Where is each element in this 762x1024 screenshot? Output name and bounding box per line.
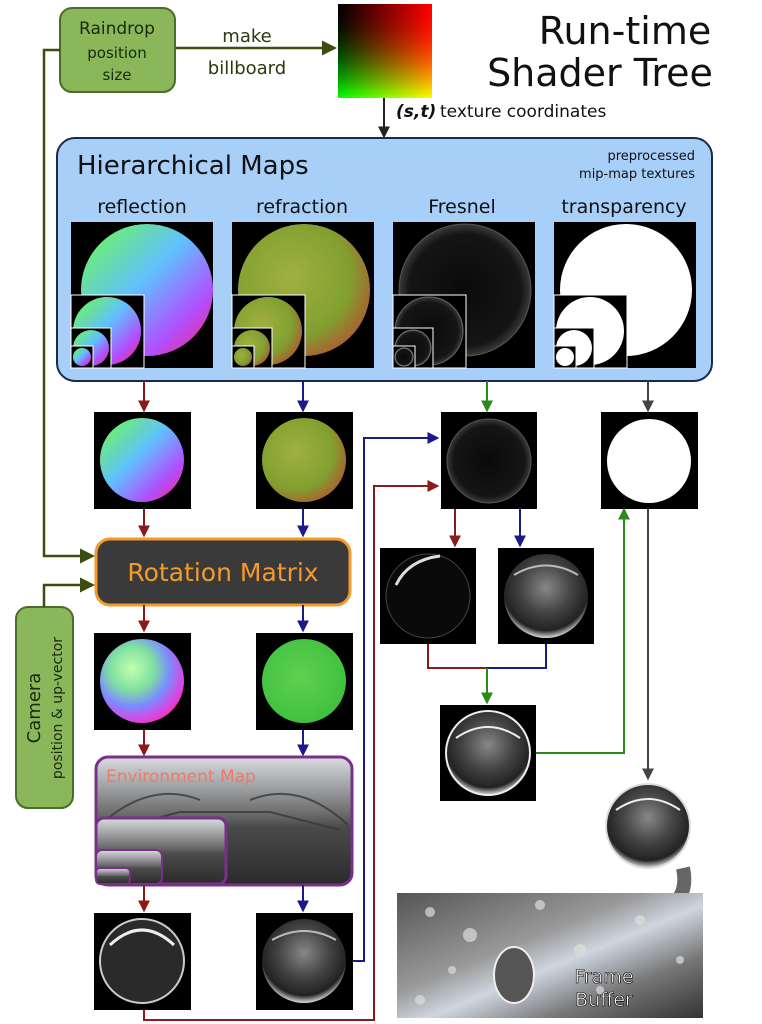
sample-transparency xyxy=(601,412,698,509)
mip-fresnel xyxy=(392,222,535,369)
rotation-matrix-label: Rotation Matrix xyxy=(127,558,318,587)
environment-map-label: Environment Map xyxy=(106,767,256,787)
camera-box: Camera position & up-vector xyxy=(15,606,74,809)
env-reflection-result xyxy=(94,913,191,1010)
mip-transparency xyxy=(553,222,696,369)
refraction-to-fresnel-line xyxy=(353,432,440,962)
map-label-fresnel: Fresnel xyxy=(428,196,496,218)
rotated-reflection xyxy=(94,633,191,730)
map-label-transparency: transparency xyxy=(561,196,686,218)
fresnel-reflection-weighted xyxy=(380,548,476,644)
environment-map: Environment Map xyxy=(94,755,354,887)
frame-buffer-label-1: Frame xyxy=(574,966,633,988)
map-label-refraction: refraction xyxy=(256,196,348,218)
reflection-to-fresnel-line xyxy=(143,480,440,1021)
merge-blue-line xyxy=(487,644,547,669)
mip-refraction xyxy=(231,222,374,369)
title-line1: Run-time xyxy=(539,9,711,53)
frame-buffer-label-2: Buffer xyxy=(575,989,633,1011)
raindrop-size: size xyxy=(102,66,131,84)
fresnel-refraction-weighted xyxy=(498,548,594,644)
billboard-label-billboard: billboard xyxy=(208,58,286,79)
combined-to-transparency-line xyxy=(536,507,630,754)
raindrop-position: position xyxy=(87,44,146,62)
rotated-refraction xyxy=(256,633,353,730)
title-line2: Shader Tree xyxy=(487,51,713,95)
final-drop xyxy=(605,783,691,869)
hier-title: Hierarchical Maps xyxy=(77,151,309,181)
rotation-matrix-box: Rotation Matrix xyxy=(94,537,352,607)
hierarchical-maps-panel: Hierarchical Maps preprocessed mip-map t… xyxy=(56,137,713,382)
raindrop-title: Raindrop xyxy=(79,19,155,39)
sample-reflection xyxy=(94,412,191,509)
map-label-reflection: reflection xyxy=(97,196,187,218)
st-texture xyxy=(338,4,432,98)
frame-buffer-image: Frame Buffer xyxy=(397,893,703,1018)
camera-to-rotation-line xyxy=(42,577,95,607)
raindrop-box: Raindrop position size xyxy=(59,7,176,93)
st-label: (s,t) xyxy=(396,102,436,122)
combined-result xyxy=(440,705,536,801)
raindrop-to-rotation-line xyxy=(42,48,95,564)
merge-red-line xyxy=(427,644,487,669)
sample-fresnel xyxy=(441,412,537,509)
texcoord-label: texture coordinates xyxy=(440,102,606,122)
camera-subtitle: position & up-vector xyxy=(50,637,66,779)
camera-title: Camera xyxy=(24,673,45,744)
sample-refraction xyxy=(256,412,353,509)
billboard-label-make: make xyxy=(222,26,271,47)
hier-note-2: mip-map textures xyxy=(579,167,695,182)
env-refraction-result xyxy=(256,913,353,1010)
hier-note-1: preprocessed xyxy=(607,149,695,164)
mip-reflection xyxy=(70,222,213,369)
